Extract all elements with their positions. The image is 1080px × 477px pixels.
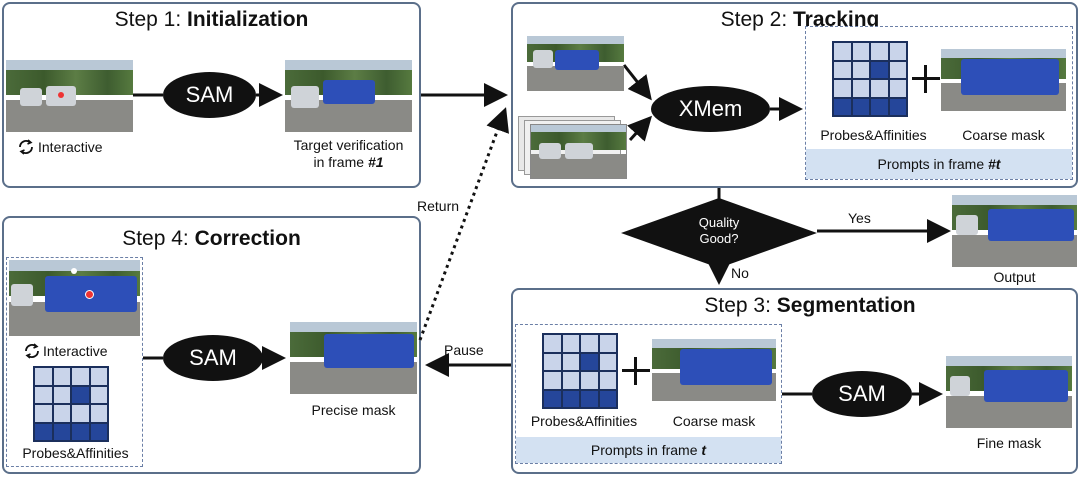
sam-node-step3: SAM xyxy=(812,371,912,417)
decision-line2: Good? xyxy=(699,231,739,246)
fine-mask-label: Fine mask xyxy=(976,435,1042,451)
bus-shape xyxy=(565,143,593,159)
step2-prompts-bar: Prompts in frame #t xyxy=(806,149,1072,179)
step2-current-frame xyxy=(527,36,624,91)
verify-frame-prefix: in frame xyxy=(313,154,368,170)
step4-interactive-label: Interactive xyxy=(43,343,108,359)
step4-title-name: Correction xyxy=(194,227,301,250)
step2-coarse-label: Coarse mask xyxy=(962,127,1045,143)
click-point-icon xyxy=(71,268,77,274)
step1-title-prefix: Step 1: xyxy=(114,8,188,31)
step3-title: Step 3: Segmentation xyxy=(650,294,970,318)
arrow-return xyxy=(418,107,509,341)
step3-prompts-box: Probes&Affinities Coarse mask Prompts in… xyxy=(515,324,782,464)
bus-shape xyxy=(11,284,33,306)
decision-line1: Quality xyxy=(698,215,740,230)
click-point-icon xyxy=(85,290,94,299)
target-mask-shape xyxy=(984,370,1068,402)
step1-input-frame xyxy=(6,60,133,132)
sam-node-step1: SAM xyxy=(163,72,256,118)
precise-mask-frame xyxy=(290,322,417,394)
step3-title-prefix: Step 3: xyxy=(704,294,777,317)
step3-prompts-frame: t xyxy=(701,442,707,458)
arrow-frame-to-xmem xyxy=(622,64,652,101)
bus-shape xyxy=(539,143,561,159)
step2-coarse-mask-image xyxy=(941,49,1066,111)
step2-title-prefix: Step 2: xyxy=(720,8,793,31)
yes-label: Yes xyxy=(848,210,871,226)
step2-prompts-frame: #t xyxy=(988,156,1001,172)
decision-diamond xyxy=(621,198,817,268)
step3-affinity-grid xyxy=(542,333,618,409)
step4-probes-label: Probes&Affinities xyxy=(22,445,129,461)
step3-probes-label: Probes&Affinities xyxy=(530,413,638,429)
target-mask-shape xyxy=(988,209,1074,241)
memory-frame-front xyxy=(530,124,627,179)
step3-prompts-prefix: Prompts in frame xyxy=(590,442,702,458)
step1-verify-label-line1: Target verification xyxy=(293,137,404,153)
refresh-icon xyxy=(25,343,39,359)
step3-title-name: Segmentation xyxy=(776,294,916,317)
step1-interactive-label: Interactive xyxy=(38,139,103,155)
no-label: No xyxy=(731,265,749,281)
step1-title-name: Initialization xyxy=(187,8,309,31)
plus-icon xyxy=(912,65,940,93)
target-mask-shape xyxy=(555,50,599,70)
bus-shape xyxy=(20,88,42,106)
refresh-icon xyxy=(19,139,33,155)
step4-prompts-box: Interactive Probes&Affinities xyxy=(6,257,143,467)
step2-probes-label: Probes&Affinities xyxy=(820,127,927,143)
step2-prompts-prefix: Prompts in frame xyxy=(877,156,989,172)
arrow-frames-to-xmem xyxy=(626,115,653,142)
sam-node-step4: SAM xyxy=(163,335,263,381)
step3-prompts-bar: Prompts in frame t xyxy=(516,437,781,463)
step1-title: Step 1: Initialization xyxy=(2,8,421,32)
bus-shape xyxy=(533,50,553,68)
step1-verify-label-line2: in frame #1 xyxy=(275,154,422,171)
plus-icon xyxy=(622,357,650,385)
target-mask-shape xyxy=(323,80,375,104)
step4-title: Step 4: Correction xyxy=(2,227,421,251)
precise-mask-label: Precise mask xyxy=(311,402,396,418)
target-mask-shape xyxy=(680,349,772,385)
step4-affinity-grid xyxy=(33,366,109,442)
step4-title-prefix: Step 4: xyxy=(122,227,195,250)
output-label: Output xyxy=(993,269,1036,285)
step2-title: Step 2: Tracking xyxy=(670,8,930,32)
step3-coarse-mask-image xyxy=(652,339,776,401)
step4-input-frame xyxy=(9,260,140,336)
verify-frame-number: #1 xyxy=(367,154,384,170)
output-frame xyxy=(952,195,1077,267)
bus-shape xyxy=(291,86,319,108)
click-point-icon xyxy=(58,92,64,98)
pause-label: Pause xyxy=(444,342,484,358)
bus-shape xyxy=(950,376,970,396)
step3-coarse-label: Coarse mask xyxy=(672,413,756,429)
bus-shape xyxy=(956,215,978,235)
target-mask-shape xyxy=(324,334,414,368)
xmem-node: XMem xyxy=(651,86,770,132)
step1-verify-frame xyxy=(285,60,412,132)
target-mask-shape xyxy=(961,59,1059,95)
step2-title-name: Tracking xyxy=(793,8,880,31)
return-label: Return xyxy=(417,198,460,214)
fine-mask-frame xyxy=(946,356,1072,428)
step2-affinity-grid xyxy=(832,41,908,117)
step2-prompts-box: Probes&Affinities Coarse mask Prompts in… xyxy=(805,26,1073,180)
decision-label: Quality Good? xyxy=(680,215,758,247)
